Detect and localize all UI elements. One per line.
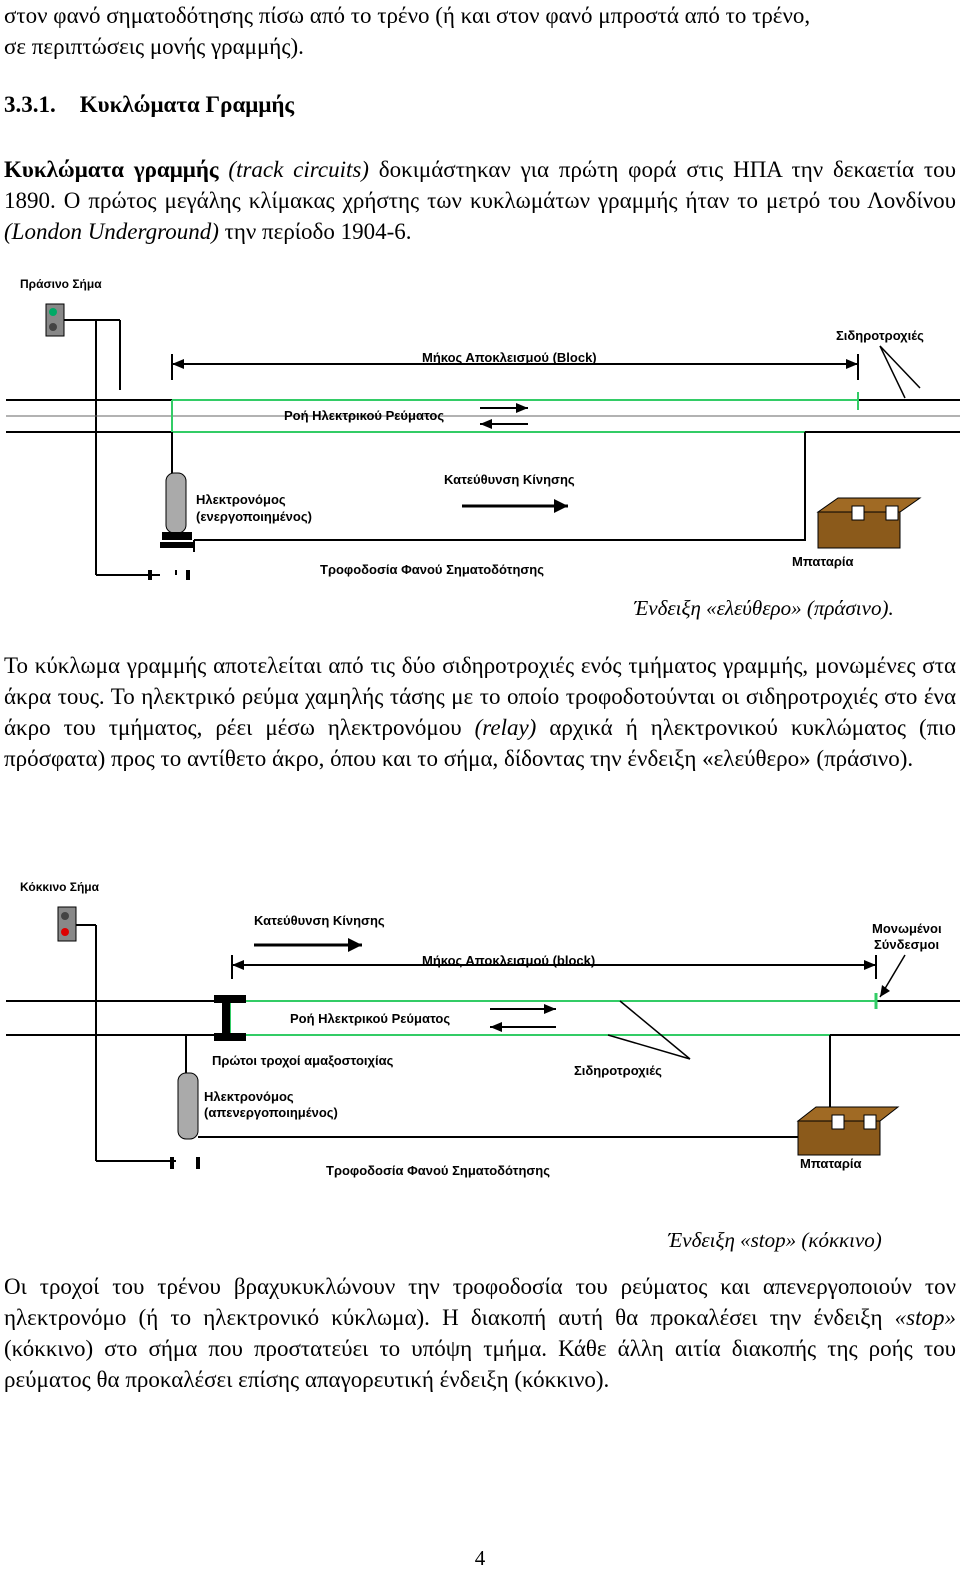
current-flow-label: Ροή Ηλεκτρικού Ρεύματος: [284, 408, 444, 423]
track-circuit-diagram-stop: Κόκκινο Σήμα Κατεύθυνση Κίνησης Μονωμένο…: [0, 875, 960, 1205]
paragraph-1: Κυκλώματα γραμμής (track circuits) δοκιμ…: [4, 154, 956, 247]
intro-line-2: σε περιπτώσεις μονής γραμμής).: [4, 34, 304, 59]
red-lamp-icon: [61, 928, 69, 936]
paragraph-3: Οι τροχοί του τρένου βραχυκυκλώνουν την …: [4, 1271, 956, 1395]
italic-term: (track circuits): [228, 157, 369, 182]
italic-term: (London Underground): [4, 219, 219, 244]
relay-icon: [165, 472, 187, 534]
signal-label: Κόκκινο Σήμα: [20, 880, 100, 894]
section-title: Κυκλώματα Γραμμής: [79, 92, 295, 117]
battery-label: Μπαταρία: [792, 554, 854, 569]
battery-label: Μπαταρία: [800, 1156, 862, 1171]
wheels-label: Πρώτοι τροχοί αμαξοστοιχίας: [212, 1053, 394, 1068]
italic-term: «stop»: [894, 1305, 957, 1330]
paragraph-2: Το κύκλωμα γραμμής αποτελείται από τις δ…: [4, 650, 956, 774]
insulated-joints-label: Μονωμένοι: [872, 921, 942, 936]
direction-label: Κατεύθυνση Κίνησης: [444, 472, 575, 487]
paragraph-text: Οι τροχοί του τρένου βραχυκυκλώνουν την …: [4, 1274, 956, 1330]
italic-term: (relay): [474, 715, 537, 740]
direction-label: Κατεύθυνση Κίνησης: [254, 913, 385, 928]
feed-label: Τροφοδοσία Φανού Σηματοδότησης: [326, 1163, 550, 1178]
section-heading: 3.3.1. Κυκλώματα Γραμμής: [4, 92, 294, 118]
relay-label: Ηλεκτρονόμος: [204, 1089, 294, 1104]
intro-line-1: στον φανό σηματοδότησης πίσω από το τρέν…: [4, 3, 811, 28]
direction-arrow-icon: [554, 499, 568, 513]
paragraph-text: Το κύκλωμα γραμμής αποτελείται από τις δ…: [4, 653, 956, 740]
wheel-icon: [214, 995, 246, 1003]
caption-1: Ένδειξη «ελεύθερο» (πράσινο).: [634, 596, 894, 620]
diagram-2-svg: Κόκκινο Σήμα Κατεύθυνση Κίνησης Μονωμένο…: [6, 880, 960, 1178]
paragraph-text: (κόκκινο) στο σήμα που προστατεύει το υπ…: [4, 1336, 956, 1392]
rails-label: Σιδηροτροχιές: [836, 328, 924, 343]
rails-label: Σιδηροτροχιές: [574, 1063, 662, 1078]
signal-label: Πράσινο Σήμα: [20, 277, 102, 291]
direction-arrow-icon: [348, 938, 362, 952]
green-lamp-icon: [61, 912, 69, 920]
relay-state-label: (ενεργοποιημένος): [196, 509, 312, 524]
relay-state-label: (απενεργοποιημένος): [204, 1105, 338, 1120]
page-number: 4: [474, 1546, 486, 1570]
paragraph-text: αρχικά ή ηλεκτρονικού κυκλώματος (πιο πρ…: [4, 715, 956, 771]
block-label: Μήκος Αποκλεισμού (block): [422, 953, 595, 968]
current-flow-label: Ροή Ηλεκτρικού Ρεύματος: [290, 1011, 450, 1026]
caption-2: Ένδειξη «stop» (κόκκινο): [668, 1228, 882, 1252]
relay-label: Ηλεκτρονόμος: [196, 492, 286, 507]
paragraph-text: δοκιμάστηκαν για πρώτη φορά στις ΗΠΑ την…: [4, 157, 956, 213]
red-lamp-icon: [49, 323, 57, 331]
paragraph-text: την περίοδο 1904-6.: [224, 219, 412, 244]
green-lamp-icon: [49, 308, 57, 316]
bold-term: Κυκλώματα γραμμής: [4, 157, 219, 182]
signal-head: [57, 906, 77, 942]
block-label: Μήκος Αποκλεισμού (Block): [422, 350, 597, 365]
diagram-1-svg: Πράσινο Σήμα Μήκος Αποκλεισμού (Block) Σ…: [6, 277, 960, 580]
relay-icon: [177, 1072, 199, 1140]
track-circuit-diagram-clear: Πράσινο Σήμα Μήκος Αποκλεισμού (Block) Σ…: [0, 270, 960, 595]
section-number: 3.3.1.: [4, 92, 56, 117]
insulated-joints-label-2: Σύνδεσμοι: [874, 937, 939, 952]
feed-label: Τροφοδοσία Φανού Σηματοδότησης: [320, 562, 544, 577]
